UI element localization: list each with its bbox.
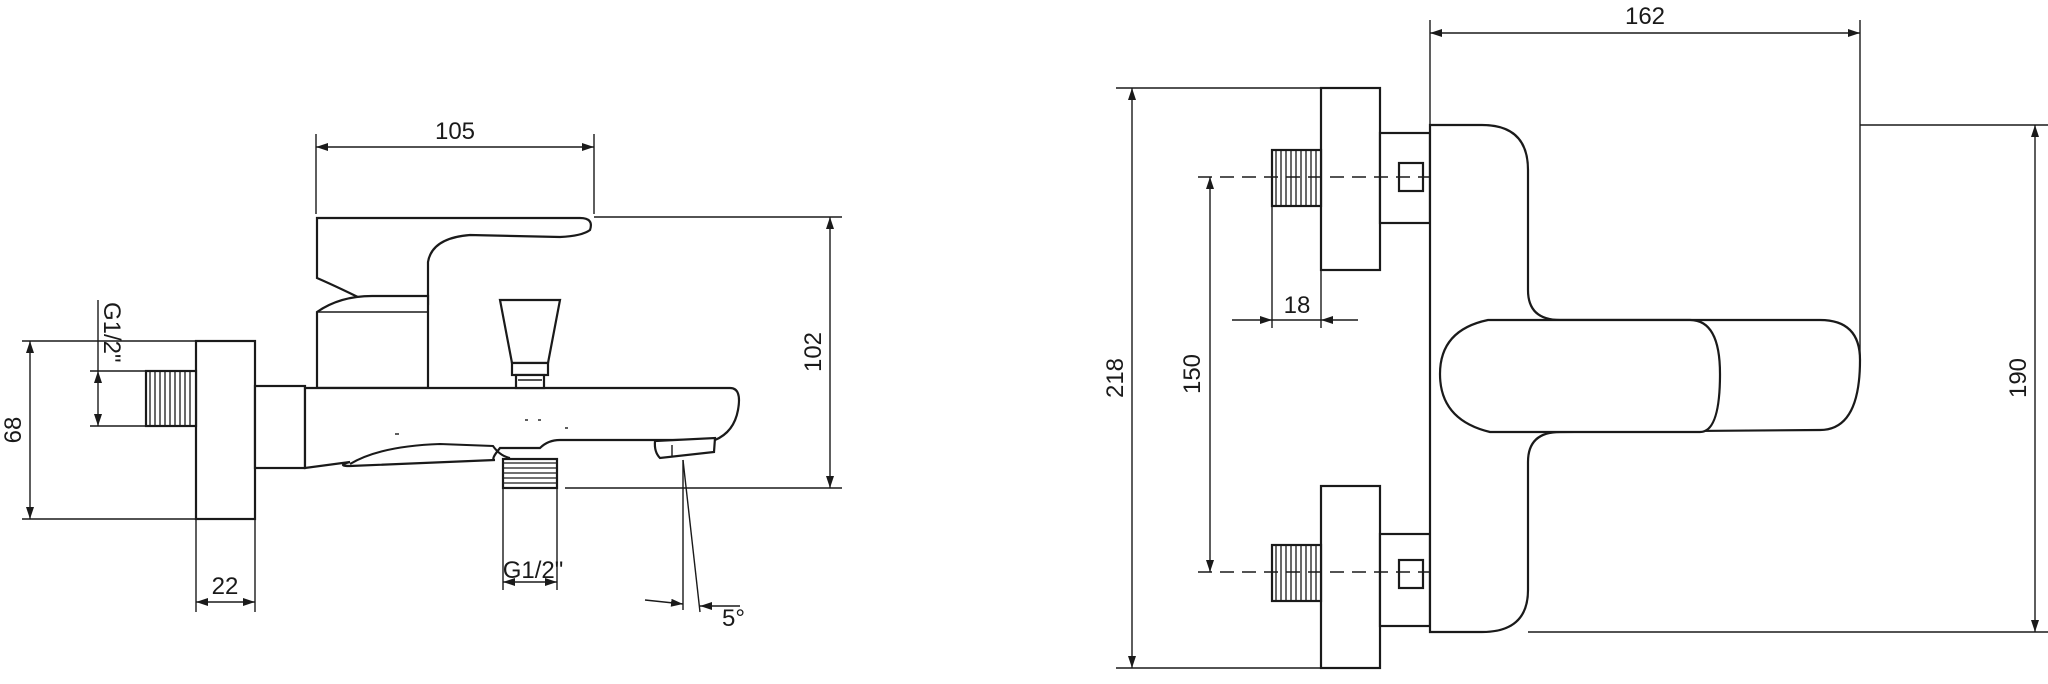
dim-height: 102	[565, 216, 842, 489]
wall-plate	[194, 339, 257, 521]
spout-nose	[653, 436, 717, 460]
dim-label-68: 68	[0, 417, 27, 444]
lower-inlet-thread	[1270, 543, 1323, 603]
dim-spout-angle: 5°	[644, 459, 745, 632]
top-view: 162 218 150 18 190	[1102, 3, 2048, 670]
dim-label-wall-thread: G1/2"	[98, 302, 125, 363]
connector	[253, 384, 307, 470]
shower-outlet-thread	[501, 457, 559, 490]
dim-wall-thread: G1/2"	[90, 300, 146, 427]
cartridge-housing	[315, 294, 430, 390]
dim-label-102: 102	[800, 332, 827, 372]
dim-spout-reach: 105	[315, 118, 595, 214]
diverter-knob	[498, 298, 562, 390]
dim-label-162: 162	[1625, 3, 1665, 30]
dim-label-5deg: 5°	[722, 605, 745, 632]
wall-inlet-thread	[144, 369, 198, 428]
spout-body	[303, 386, 741, 470]
dim-thread-length: 18	[1232, 206, 1358, 328]
upper-inlet-thread	[1270, 148, 1323, 208]
dim-inlet-spacing: 150	[1179, 177, 1214, 572]
upper-wall-plate	[1319, 86, 1382, 272]
dim-label-105: 105	[435, 118, 475, 145]
dim-label-150: 150	[1179, 354, 1206, 394]
dim-label-outlet-thread: G1/2"	[503, 557, 564, 584]
dim-overall-height: 218	[1102, 87, 1321, 669]
side-view: 105 102 68 G1/2" 22	[0, 118, 842, 632]
lever-handle	[315, 216, 592, 306]
dim-label-18: 18	[1284, 292, 1311, 319]
dim-label-218: 218	[1102, 358, 1129, 398]
lower-wall-plate	[1319, 484, 1382, 670]
dim-outlet-thread: G1/2"	[502, 488, 564, 590]
dim-label-190: 190	[2005, 358, 2032, 398]
dim-label-22: 22	[212, 573, 239, 600]
dim-body-height: 190	[1528, 124, 2048, 633]
dim-wall-plate-height: 68	[0, 340, 196, 520]
dim-body-width: 162	[1429, 3, 1861, 360]
dim-wall-plate-depth: 22	[195, 519, 256, 612]
lever-top	[1438, 318, 1722, 434]
